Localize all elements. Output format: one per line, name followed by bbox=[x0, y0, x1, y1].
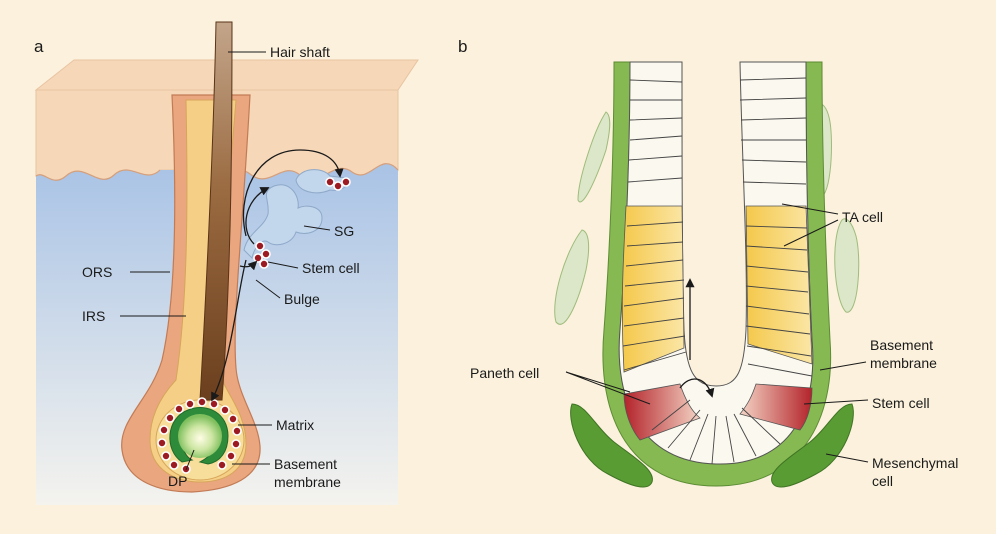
panel-a-letter: a bbox=[34, 37, 44, 56]
label-matrix: Matrix bbox=[276, 417, 314, 433]
matrix-cell bbox=[162, 452, 170, 460]
matrix-cell bbox=[218, 461, 226, 469]
panel-b-letter: b bbox=[458, 37, 467, 56]
fibroblast bbox=[835, 219, 859, 312]
stem-cell-dot bbox=[260, 260, 268, 268]
label-mesenchymal-line2: cell bbox=[872, 473, 893, 489]
label-basement-membrane-b: Basement membrane bbox=[870, 337, 937, 371]
label-ors: ORS bbox=[82, 264, 112, 280]
matrix-cell bbox=[170, 461, 178, 469]
label-irs: IRS bbox=[82, 308, 105, 324]
ta-zone-left bbox=[622, 206, 684, 372]
matrix-cell bbox=[232, 440, 240, 448]
label-stem-cell-a: Stem cell bbox=[302, 260, 360, 276]
label-bulge: Bulge bbox=[284, 291, 320, 307]
matrix-cell bbox=[233, 427, 241, 435]
ta-zone-right bbox=[746, 206, 812, 364]
stem-cell-dot bbox=[334, 182, 342, 190]
panel-a: a bbox=[34, 22, 418, 505]
label-basement-a-line2: membrane bbox=[274, 474, 341, 490]
stem-cell-dot bbox=[342, 178, 350, 186]
fibroblast bbox=[578, 112, 610, 202]
matrix-cell bbox=[158, 439, 166, 447]
panel-b: b bbox=[458, 37, 962, 489]
label-mesenchymal-cell: Mesenchymal cell bbox=[872, 455, 962, 489]
stem-cell-dot bbox=[256, 242, 264, 250]
label-dp: DP bbox=[168, 473, 187, 489]
label-hair-shaft: Hair shaft bbox=[270, 44, 330, 60]
dermal-papilla-core bbox=[178, 414, 222, 458]
label-basement-a-line1: Basement bbox=[274, 456, 337, 472]
stem-cell-dot bbox=[262, 250, 270, 258]
label-basement-b-line2: membrane bbox=[870, 355, 937, 371]
label-paneth-cell: Paneth cell bbox=[470, 365, 539, 381]
label-mesenchymal-line1: Mesenchymal bbox=[872, 455, 958, 471]
matrix-cell bbox=[229, 415, 237, 423]
matrix-cell bbox=[227, 452, 235, 460]
matrix-cell bbox=[221, 406, 229, 414]
matrix-cell bbox=[160, 426, 168, 434]
matrix-cell bbox=[186, 400, 194, 408]
matrix-cell bbox=[175, 405, 183, 413]
label-sg: SG bbox=[334, 223, 354, 239]
matrix-cell bbox=[210, 400, 218, 408]
label-stem-cell-b: Stem cell bbox=[872, 395, 930, 411]
stem-cell-dot bbox=[326, 178, 334, 186]
label-basement-b-line1: Basement bbox=[870, 337, 933, 353]
matrix-cell bbox=[166, 414, 174, 422]
matrix-cell bbox=[198, 398, 206, 406]
label-ta-cell: TA cell bbox=[842, 209, 883, 225]
fibroblast bbox=[555, 230, 589, 324]
